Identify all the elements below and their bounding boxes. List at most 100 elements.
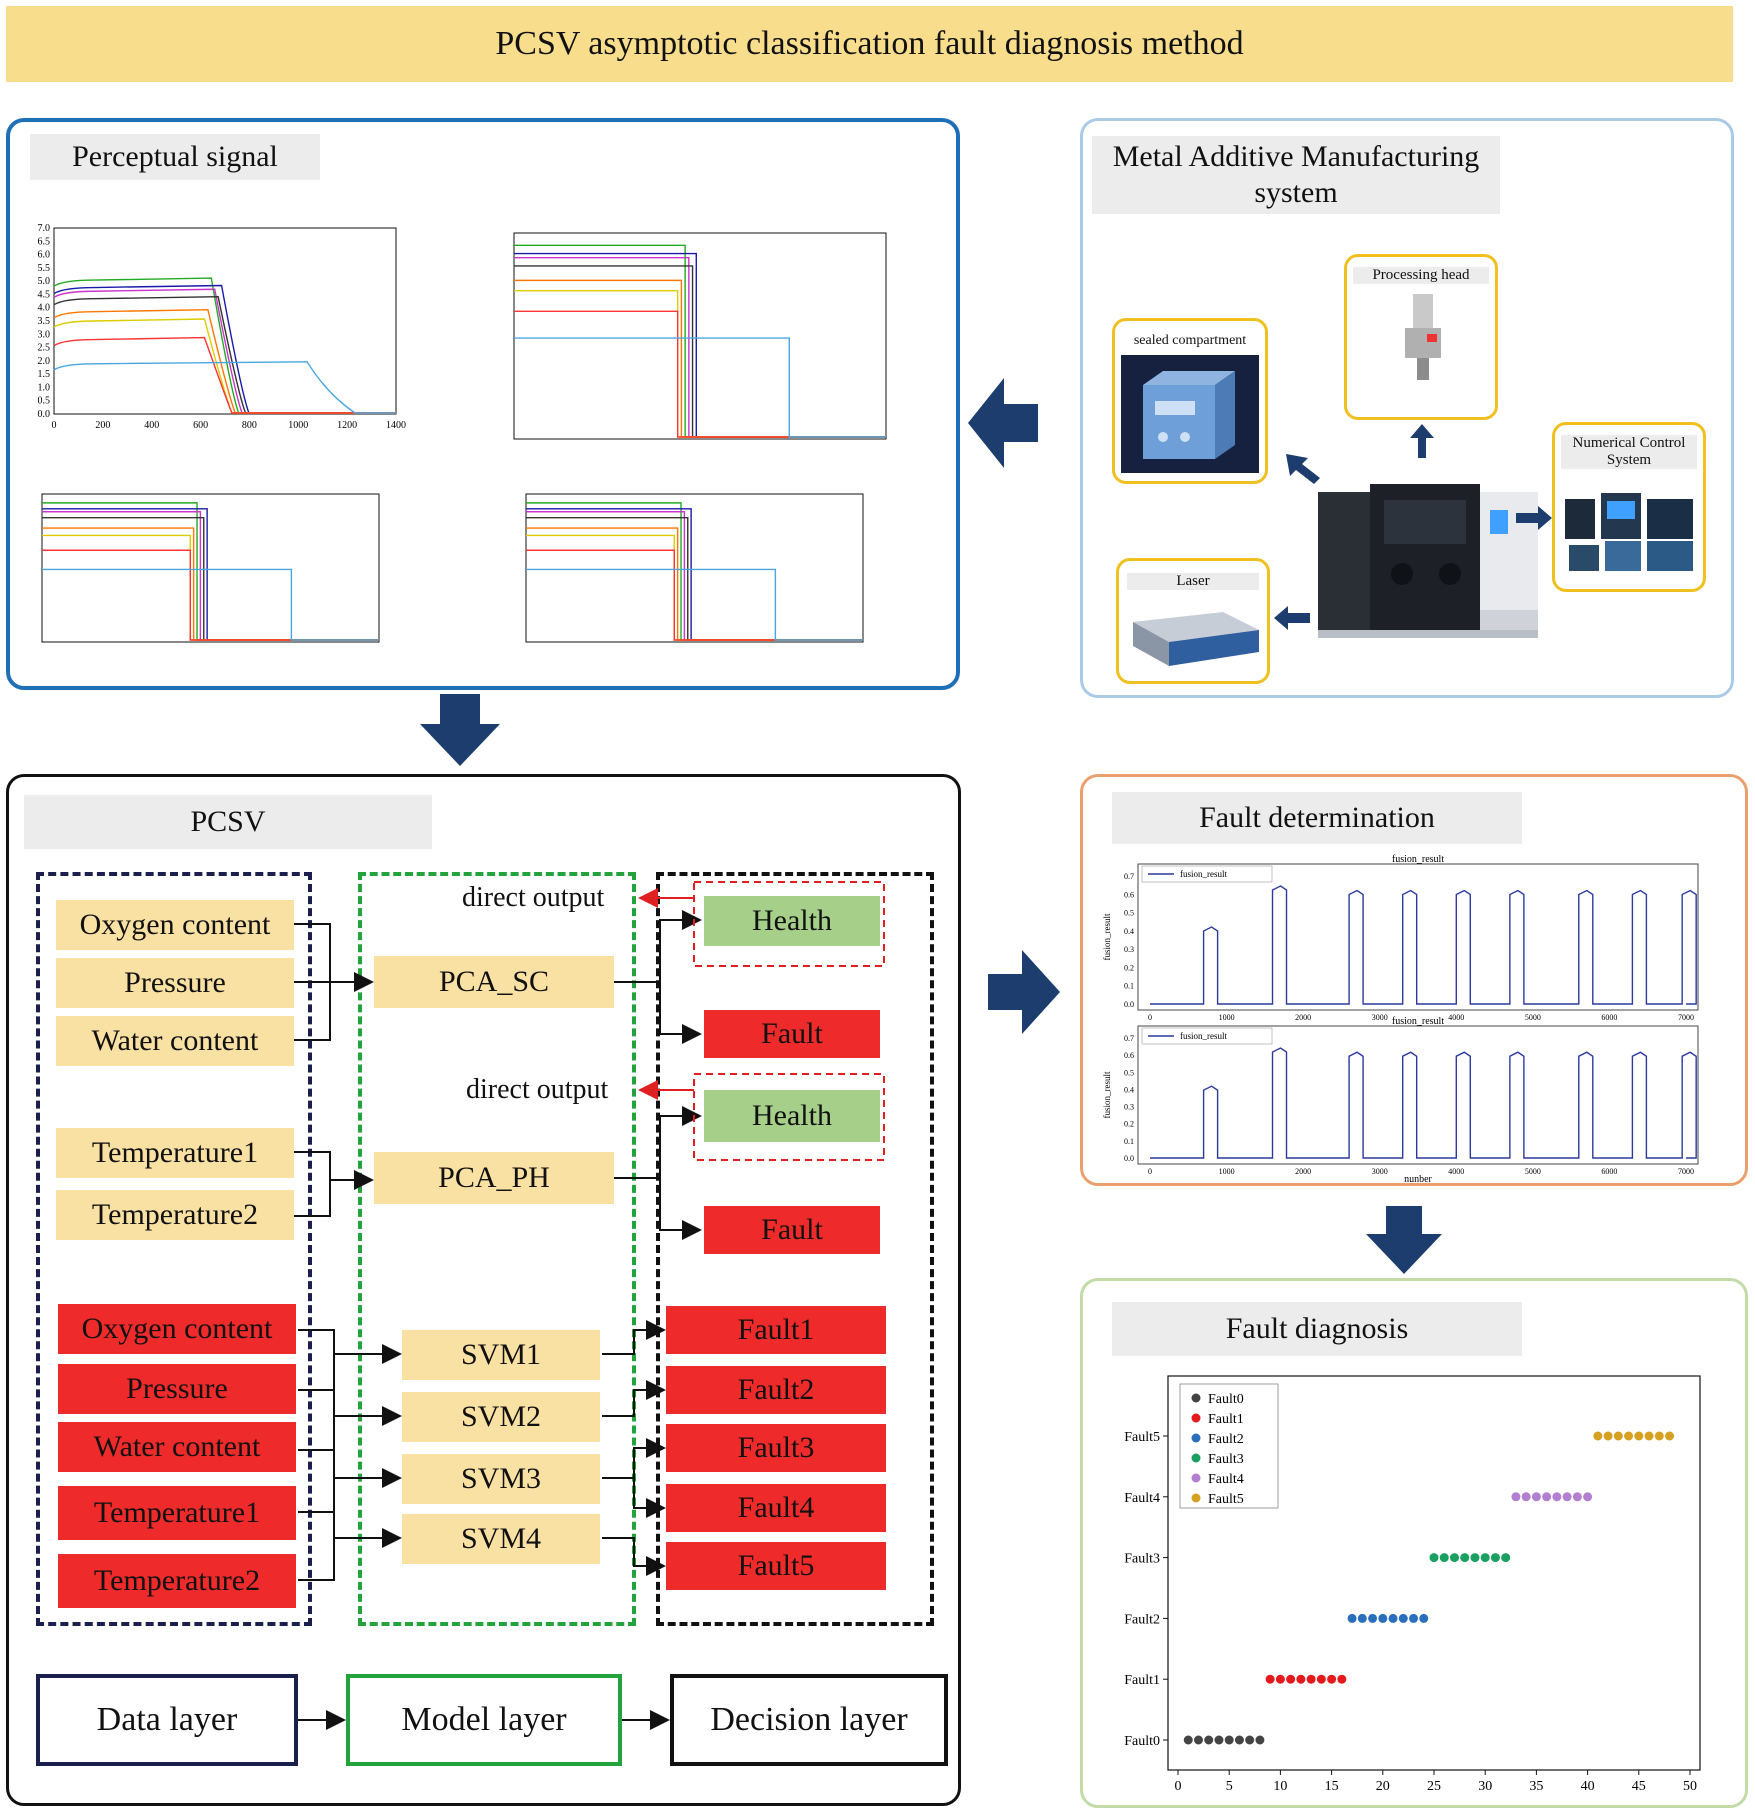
fusion-x-tick: 4000 (1448, 1013, 1464, 1022)
signal-x-tick: 600 (193, 420, 208, 431)
system-label: Metal Additive Manufacturing system (1092, 136, 1500, 214)
laser-box: Laser (1116, 558, 1270, 684)
input-temperature2: Temperature2 (56, 1190, 294, 1240)
decision-fault4: Fault4 (666, 1484, 886, 1532)
signal-curve (53, 284, 396, 414)
processing-head-box: Processing head (1344, 254, 1498, 420)
signal-y-tick: 0.0 (38, 409, 51, 420)
scatter-point-fault4 (1552, 1492, 1562, 1502)
fusion-frame (1137, 1025, 1699, 1165)
decision-layer-region (656, 872, 934, 1626)
scatter-point-fault4 (1583, 1492, 1593, 1502)
signal-y-tick: 3.5 (38, 316, 51, 327)
input-temperature1-svm: Temperature1 (58, 1486, 296, 1540)
scatter-legend-marker (1191, 1493, 1201, 1503)
signal-curve (526, 568, 863, 641)
signal-x-tick: 1200 (337, 420, 357, 431)
laser-image (1133, 612, 1259, 666)
signal-y-tick: 6.0 (38, 250, 51, 261)
decision-health-1: Health (704, 896, 880, 946)
model-svm4: SVM4 (402, 1514, 600, 1564)
signal-y-tick: 4.5 (38, 289, 51, 300)
scatter-legend-marker (1191, 1453, 1201, 1463)
scatter-legend-label: Fault3 (1208, 1452, 1244, 1467)
scatter-point-fault5 (1644, 1431, 1654, 1441)
signal-chart-2 (513, 232, 887, 440)
scatter-legend-marker (1191, 1473, 1201, 1483)
input-water-content-svm: Water content (58, 1422, 296, 1472)
fault-diagnosis-label: Fault diagnosis (1112, 1302, 1522, 1356)
fusion-y-tick: 0.4 (1124, 1085, 1134, 1094)
fusion-legend-text: fusion_result (1180, 869, 1227, 879)
scatter-y-tick: Fault4 (1124, 1491, 1160, 1506)
scatter-point-fault1 (1306, 1674, 1316, 1684)
signal-y-tick: 7.0 (38, 223, 51, 234)
arrow-left-small-icon (1274, 606, 1310, 630)
numerical-control-box: Numerical Control System (1552, 422, 1706, 592)
scatter-point-fault0 (1255, 1735, 1265, 1745)
scatter-x-tick: 40 (1581, 1779, 1595, 1794)
input-pressure-svm: Pressure (58, 1364, 296, 1414)
scatter-legend-label: Fault2 (1208, 1432, 1244, 1447)
fusion-line (1150, 1047, 1697, 1159)
direct-output-label-2: direct output (466, 1074, 609, 1105)
processing-head-image (1405, 294, 1441, 380)
signal-x-tick: 400 (144, 420, 159, 431)
input-water-content: Water content (56, 1016, 294, 1066)
arrow-right-icon (1516, 506, 1552, 530)
signal-curve (53, 308, 396, 414)
arrow-down-icon (420, 694, 500, 766)
scatter-x-tick: 15 (1325, 1779, 1339, 1794)
signal-curve (53, 288, 396, 414)
scatter-legend-label: Fault5 (1208, 1492, 1244, 1507)
signal-y-tick: 1.0 (38, 382, 51, 393)
scatter-legend-label: Fault1 (1208, 1412, 1244, 1427)
page-title: PCSV asymptotic classification fault dia… (6, 6, 1733, 82)
fusion-x-tick: 0 (1148, 1167, 1152, 1176)
scatter-point-fault3 (1439, 1553, 1449, 1563)
fusion-x-tick: 6000 (1601, 1167, 1617, 1176)
scatter-y-tick: Fault2 (1124, 1612, 1160, 1627)
scatter-point-fault2 (1368, 1613, 1378, 1623)
fusion-y-tick: 0.5 (1124, 1068, 1134, 1077)
fusion-x-tick: 1000 (1219, 1013, 1235, 1022)
signal-x-tick: 0 (52, 420, 57, 431)
signal-curve (53, 361, 396, 414)
input-oxygen-content: Oxygen content (56, 900, 294, 950)
input-pressure: Pressure (56, 958, 294, 1008)
scatter-point-fault1 (1316, 1674, 1326, 1684)
input-temperature1: Temperature1 (56, 1128, 294, 1178)
processing-head-label: Processing head (1353, 267, 1489, 284)
fusion-x-tick: 3000 (1372, 1013, 1388, 1022)
scatter-point-fault1 (1265, 1674, 1275, 1684)
fusion-x-label: nunber (1404, 1174, 1432, 1185)
scatter-y-tick: Fault0 (1124, 1734, 1160, 1749)
scatter-point-fault4 (1562, 1492, 1572, 1502)
scatter-point-fault1 (1337, 1674, 1347, 1684)
fusion-legend (1141, 865, 1273, 883)
scatter-point-fault5 (1624, 1431, 1634, 1441)
signal-curve (42, 549, 379, 641)
signal-curve (53, 336, 396, 414)
signal-chart-4 (525, 493, 864, 643)
input-temperature2-svm: Temperature2 (58, 1554, 296, 1608)
scatter-legend-label: Fault4 (1208, 1472, 1244, 1487)
arrow-down-right-icon (1366, 1206, 1442, 1274)
arrow-right-big-icon (988, 950, 1060, 1034)
fusion-y-tick: 0.2 (1124, 1120, 1134, 1129)
scatter-x-tick: 35 (1529, 1779, 1543, 1794)
scatter-point-fault2 (1419, 1613, 1429, 1623)
scatter-point-fault4 (1521, 1492, 1531, 1502)
scatter-legend-box (1179, 1383, 1279, 1509)
fusion-x-tick: 1000 (1219, 1167, 1235, 1176)
fusion-y-tick: 0.5 (1124, 909, 1134, 918)
scatter-point-fault5 (1593, 1431, 1603, 1441)
numerical-control-image (1565, 493, 1693, 571)
scatter-point-fault4 (1572, 1492, 1582, 1502)
laser-label: Laser (1127, 573, 1259, 590)
decision-fault2: Fault2 (666, 1366, 886, 1414)
fusion-legend-text: fusion_result (1180, 1031, 1227, 1041)
